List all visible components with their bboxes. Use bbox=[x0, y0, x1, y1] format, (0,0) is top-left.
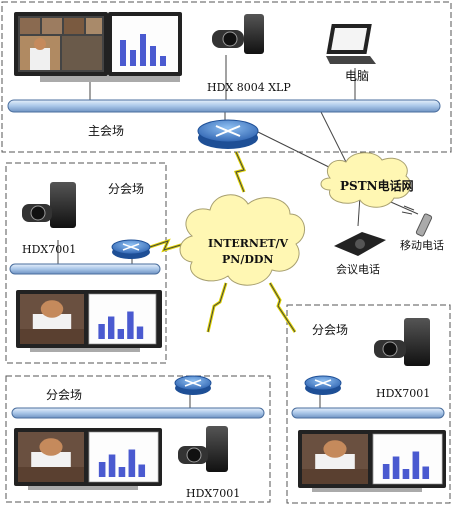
branch-3-displays bbox=[298, 430, 446, 492]
main-display-wall bbox=[14, 12, 182, 82]
laptop-pc bbox=[326, 24, 376, 64]
branch-2-bus bbox=[11, 407, 265, 419]
branch-1-codec bbox=[22, 182, 76, 228]
branch-2-title: 分会场 bbox=[46, 388, 83, 402]
mobile-phone bbox=[401, 205, 433, 237]
internet-label-line1: INTERNET/V bbox=[208, 237, 289, 250]
router-branch-2 bbox=[174, 375, 212, 395]
main-site-title: 主会场 bbox=[88, 124, 125, 138]
branch-2-codec bbox=[178, 426, 228, 472]
main-site-bus bbox=[7, 99, 441, 113]
internet-cloud bbox=[179, 194, 305, 286]
main-site-region bbox=[1, 1, 452, 153]
branch-1-codec-label: HDX7001 bbox=[22, 243, 77, 256]
internet-label-line2: PN/DDN bbox=[222, 253, 274, 266]
branch-1-bus bbox=[9, 263, 161, 275]
router-main bbox=[197, 119, 259, 149]
main-codec-label: HDX 8004 XLP bbox=[207, 81, 291, 94]
conference-phone bbox=[334, 232, 386, 256]
pc-label: 电脑 bbox=[345, 69, 370, 83]
router-branch-1 bbox=[111, 239, 151, 259]
router-branch-3 bbox=[304, 375, 342, 395]
conference-phone-label: 会议电话 bbox=[336, 263, 380, 276]
pstn-cloud bbox=[320, 152, 411, 208]
branch-3-bus bbox=[291, 407, 445, 419]
pstn-label: PSTN电话网 bbox=[340, 179, 414, 193]
mobile-phone-label: 移动电话 bbox=[400, 239, 444, 252]
branch-3-title: 分会场 bbox=[312, 323, 349, 337]
branch-site-2-region bbox=[5, 375, 271, 503]
branch-2-codec-label: HDX7001 bbox=[186, 487, 241, 500]
branch-1-title: 分会场 bbox=[108, 182, 145, 196]
branch-3-codec-label: HDX7001 bbox=[376, 387, 431, 400]
branch-2-displays bbox=[14, 428, 162, 490]
branch-1-displays bbox=[16, 290, 162, 352]
branch-3-codec bbox=[374, 318, 430, 366]
branch-site-3-region bbox=[286, 304, 451, 504]
main-hdx-codec bbox=[212, 14, 264, 54]
